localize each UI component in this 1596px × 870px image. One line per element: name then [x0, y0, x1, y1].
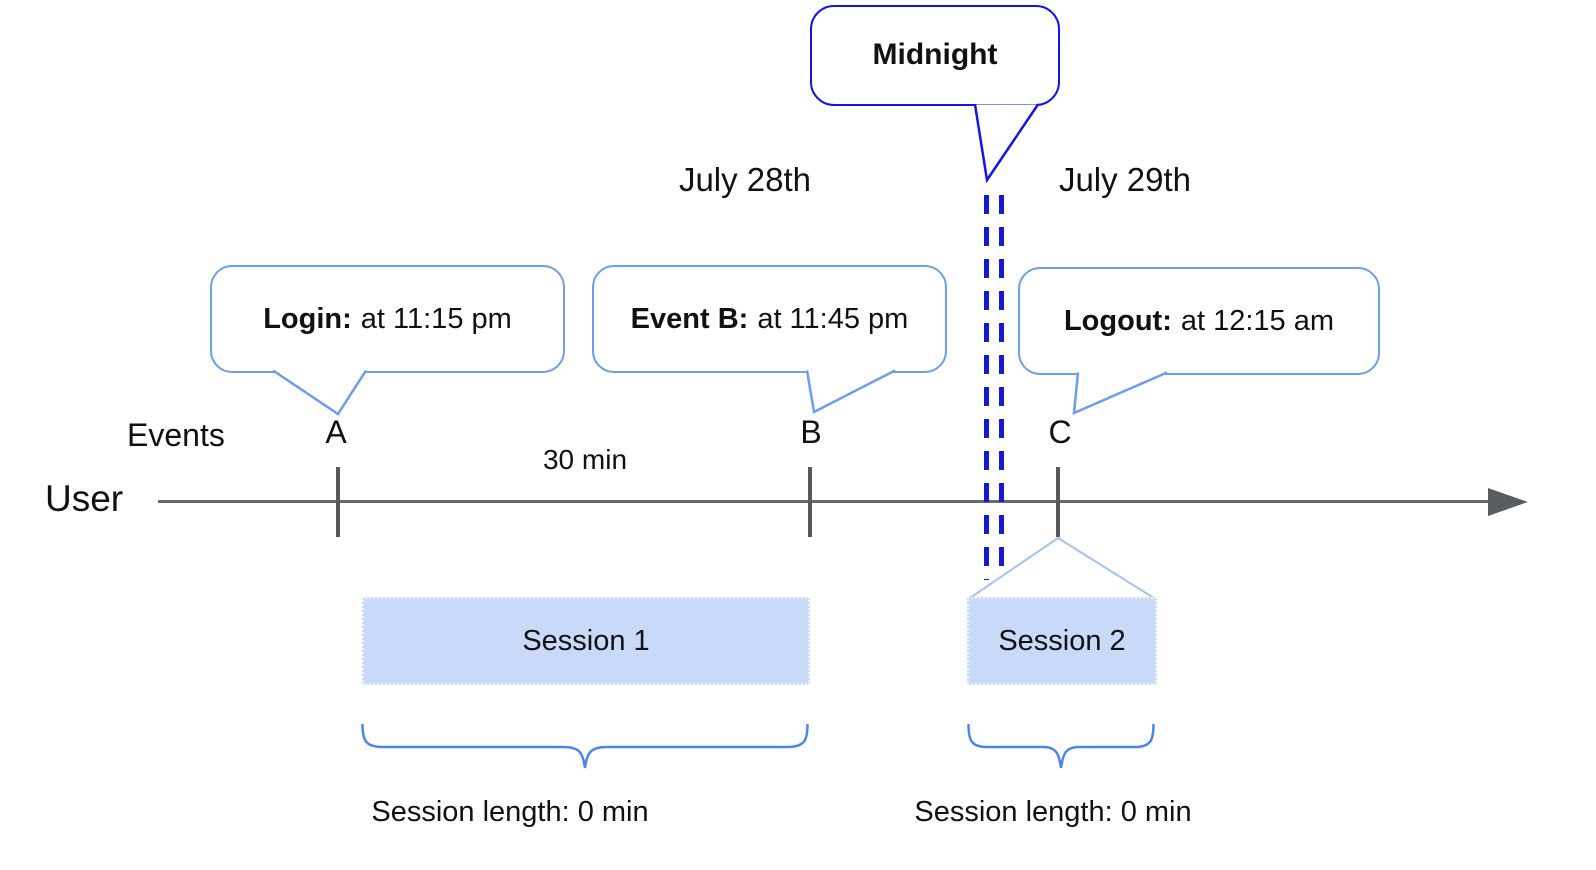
timeline-arrowhead-icon [1488, 488, 1528, 516]
event-marker-b: B [800, 414, 822, 450]
session-2-brace [967, 723, 1155, 769]
events-row-label: Events [127, 417, 225, 453]
logout-callout: Logout: at 12:15 am [1018, 267, 1380, 375]
event-a-tick [336, 467, 340, 537]
login-callout: Login: at 11:15 pm [210, 265, 565, 373]
logout-callout-tail [1072, 371, 1168, 415]
logout-callout-value: at 12:15 am [1180, 304, 1335, 337]
session-2-label: Session 2 [998, 624, 1126, 657]
session-1-box: Session 1 [362, 597, 810, 685]
date-label-july-29: July 29th [1058, 161, 1192, 198]
event-b-callout-tail [805, 369, 896, 414]
session-1-brace [361, 723, 809, 769]
session-2-funnel-lines [966, 536, 1158, 601]
midnight-label: Midnight [872, 38, 998, 72]
midnight-divider-left-dash [984, 195, 989, 580]
event-c-tick [1056, 467, 1060, 537]
event-marker-c: C [1048, 414, 1072, 450]
interval-label: 30 min [542, 444, 628, 475]
midnight-divider-right-dash [999, 195, 1004, 580]
midnight-callout-tail [973, 103, 1040, 184]
login-callout-label: Login: [263, 302, 352, 335]
midnight-callout: Midnight [810, 5, 1060, 106]
date-label-july-28: July 28th [678, 161, 812, 198]
event-b-tick [808, 467, 812, 537]
user-row-label: User [45, 478, 124, 519]
session-1-length-label: Session length: 0 min [371, 796, 649, 828]
event-b-callout-value: at 11:45 pm [757, 302, 909, 335]
event-marker-a: A [325, 414, 347, 450]
session-2-box: Session 2 [967, 597, 1157, 685]
session-1-label: Session 1 [522, 624, 650, 657]
login-callout-value: at 11:15 pm [360, 302, 512, 335]
event-b-callout-label: Event B: [630, 302, 749, 335]
timeline-line [158, 500, 1493, 503]
login-callout-tail [272, 369, 368, 416]
event-b-callout: Event B: at 11:45 pm [592, 265, 947, 373]
logout-callout-label: Logout: [1063, 304, 1172, 337]
session-2-length-label: Session length: 0 min [914, 796, 1192, 828]
